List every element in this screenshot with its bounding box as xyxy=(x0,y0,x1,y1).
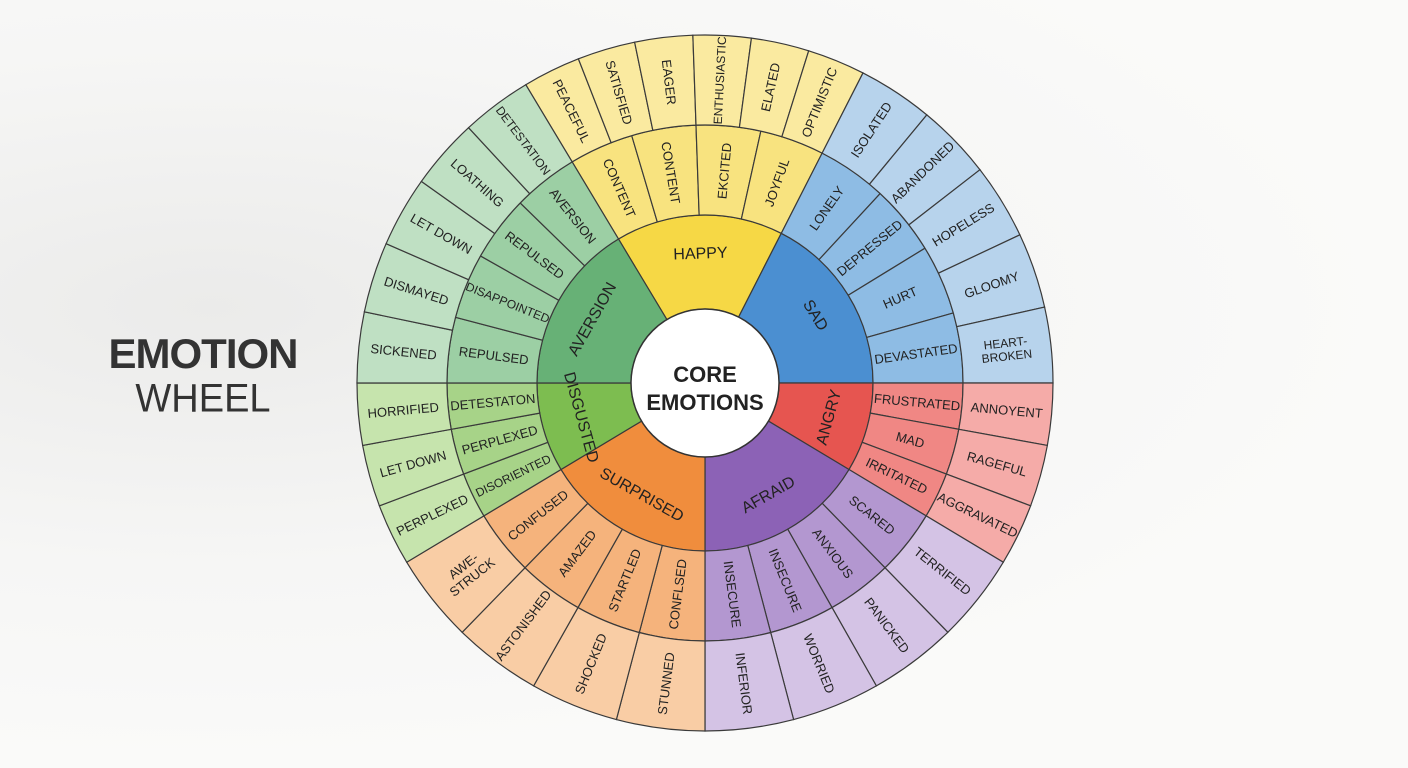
outer-label: HORRIFIED xyxy=(367,400,440,421)
center-line2: EMOTIONS xyxy=(646,390,763,415)
outer-segment-aversion xyxy=(467,83,573,195)
outer-label: HEART-BROKEN xyxy=(979,333,1032,366)
core-label-happy: HAPPY xyxy=(673,245,728,264)
center-circle xyxy=(630,308,780,458)
outer-label: ENTHUSIASTIC xyxy=(711,36,729,125)
middle-label: EKCITED xyxy=(714,142,734,199)
outer-label: SICKENED xyxy=(370,341,438,363)
title-line1: EMOTION xyxy=(108,330,299,377)
middle-label: MAD xyxy=(894,429,926,451)
page-title: EMOTION WHEEL xyxy=(108,330,299,422)
center-line1: CORE xyxy=(673,362,737,387)
title-line2: WHEEL xyxy=(135,377,271,422)
outer-label: ANNOYENT xyxy=(970,400,1043,421)
outer-label: EAGER xyxy=(659,59,679,106)
